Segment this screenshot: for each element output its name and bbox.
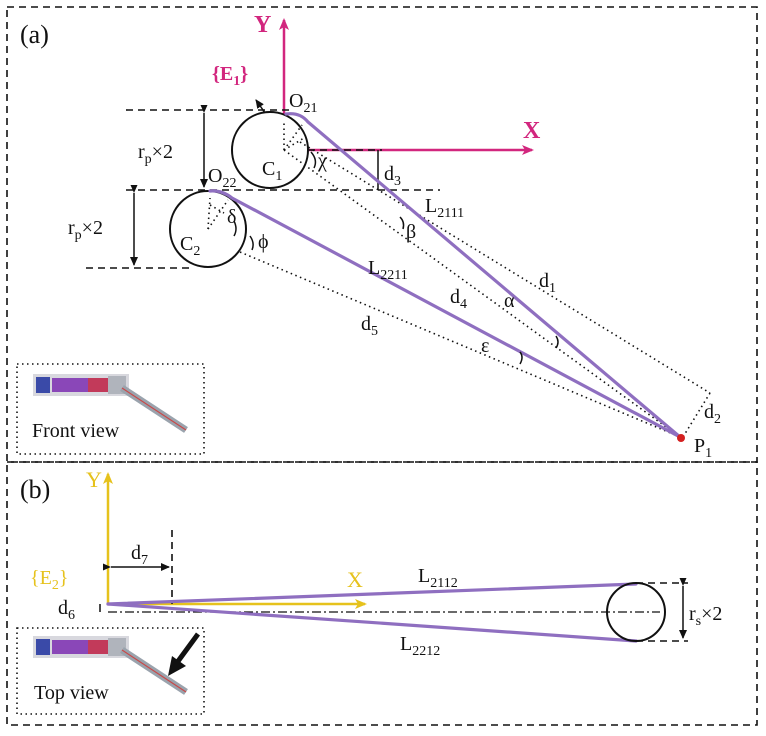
l2211-label: L2211 [368,257,408,283]
cable-l2212 [106,602,638,643]
top-view-robot-image [33,636,188,695]
cable-l2112 [106,582,638,606]
d1-label: d1 [539,270,556,296]
d2-label: d2 [704,401,721,427]
panel-a-label: (a) [20,20,49,49]
axis-y-label-a: Y [254,12,271,38]
epsilon-label: ε [481,335,489,357]
frame-e1-label: {E1} [212,63,248,89]
p1-label: P1 [694,435,712,461]
o21-label: O21 [289,90,317,116]
axis-y-label-b: Y [86,467,102,492]
pulley-c1 [231,111,309,189]
l2111-label: L2111 [425,195,464,221]
d6-label: d6 [58,597,75,623]
phi-label: ϕ [258,231,269,253]
cable-l2111 [284,112,682,439]
d4-label: d4 [450,286,467,312]
o22-label: O22 [208,165,236,191]
top-view-inset [16,627,205,715]
frame-e2-label: {E2} [30,567,68,593]
axis-x-label-a: X [523,118,541,144]
top-view-label: Top view [34,682,109,704]
l2212-label: L2212 [400,633,440,659]
top-view-arrow [173,632,201,666]
cable-l2211 [208,189,682,439]
front-view-label: Front view [32,420,120,442]
chi-label: χ [317,150,327,172]
d3-label: d3 [384,163,401,189]
beta-label: β [406,221,416,243]
d7-label: d7 [131,542,148,568]
axis-x-label-b: X [347,567,363,592]
front-view-robot-image [33,374,188,433]
d5-label: d5 [361,313,378,339]
rs-label: rs×2 [689,603,722,629]
alpha-label: α [504,290,515,312]
panel-b-label: (b) [20,475,50,504]
front-view-inset [16,363,205,455]
rp-bottom-label: rp×2 [68,217,103,243]
rp-top-label: rp×2 [138,141,173,167]
c1-label: C1 [262,158,282,184]
point-p1 [677,434,685,442]
l2112-label: L2112 [418,565,458,591]
c2-label: C2 [180,233,200,259]
panel-a-frame [6,6,758,463]
delta-label: δ [227,206,236,228]
panel-b-frame [6,461,758,726]
